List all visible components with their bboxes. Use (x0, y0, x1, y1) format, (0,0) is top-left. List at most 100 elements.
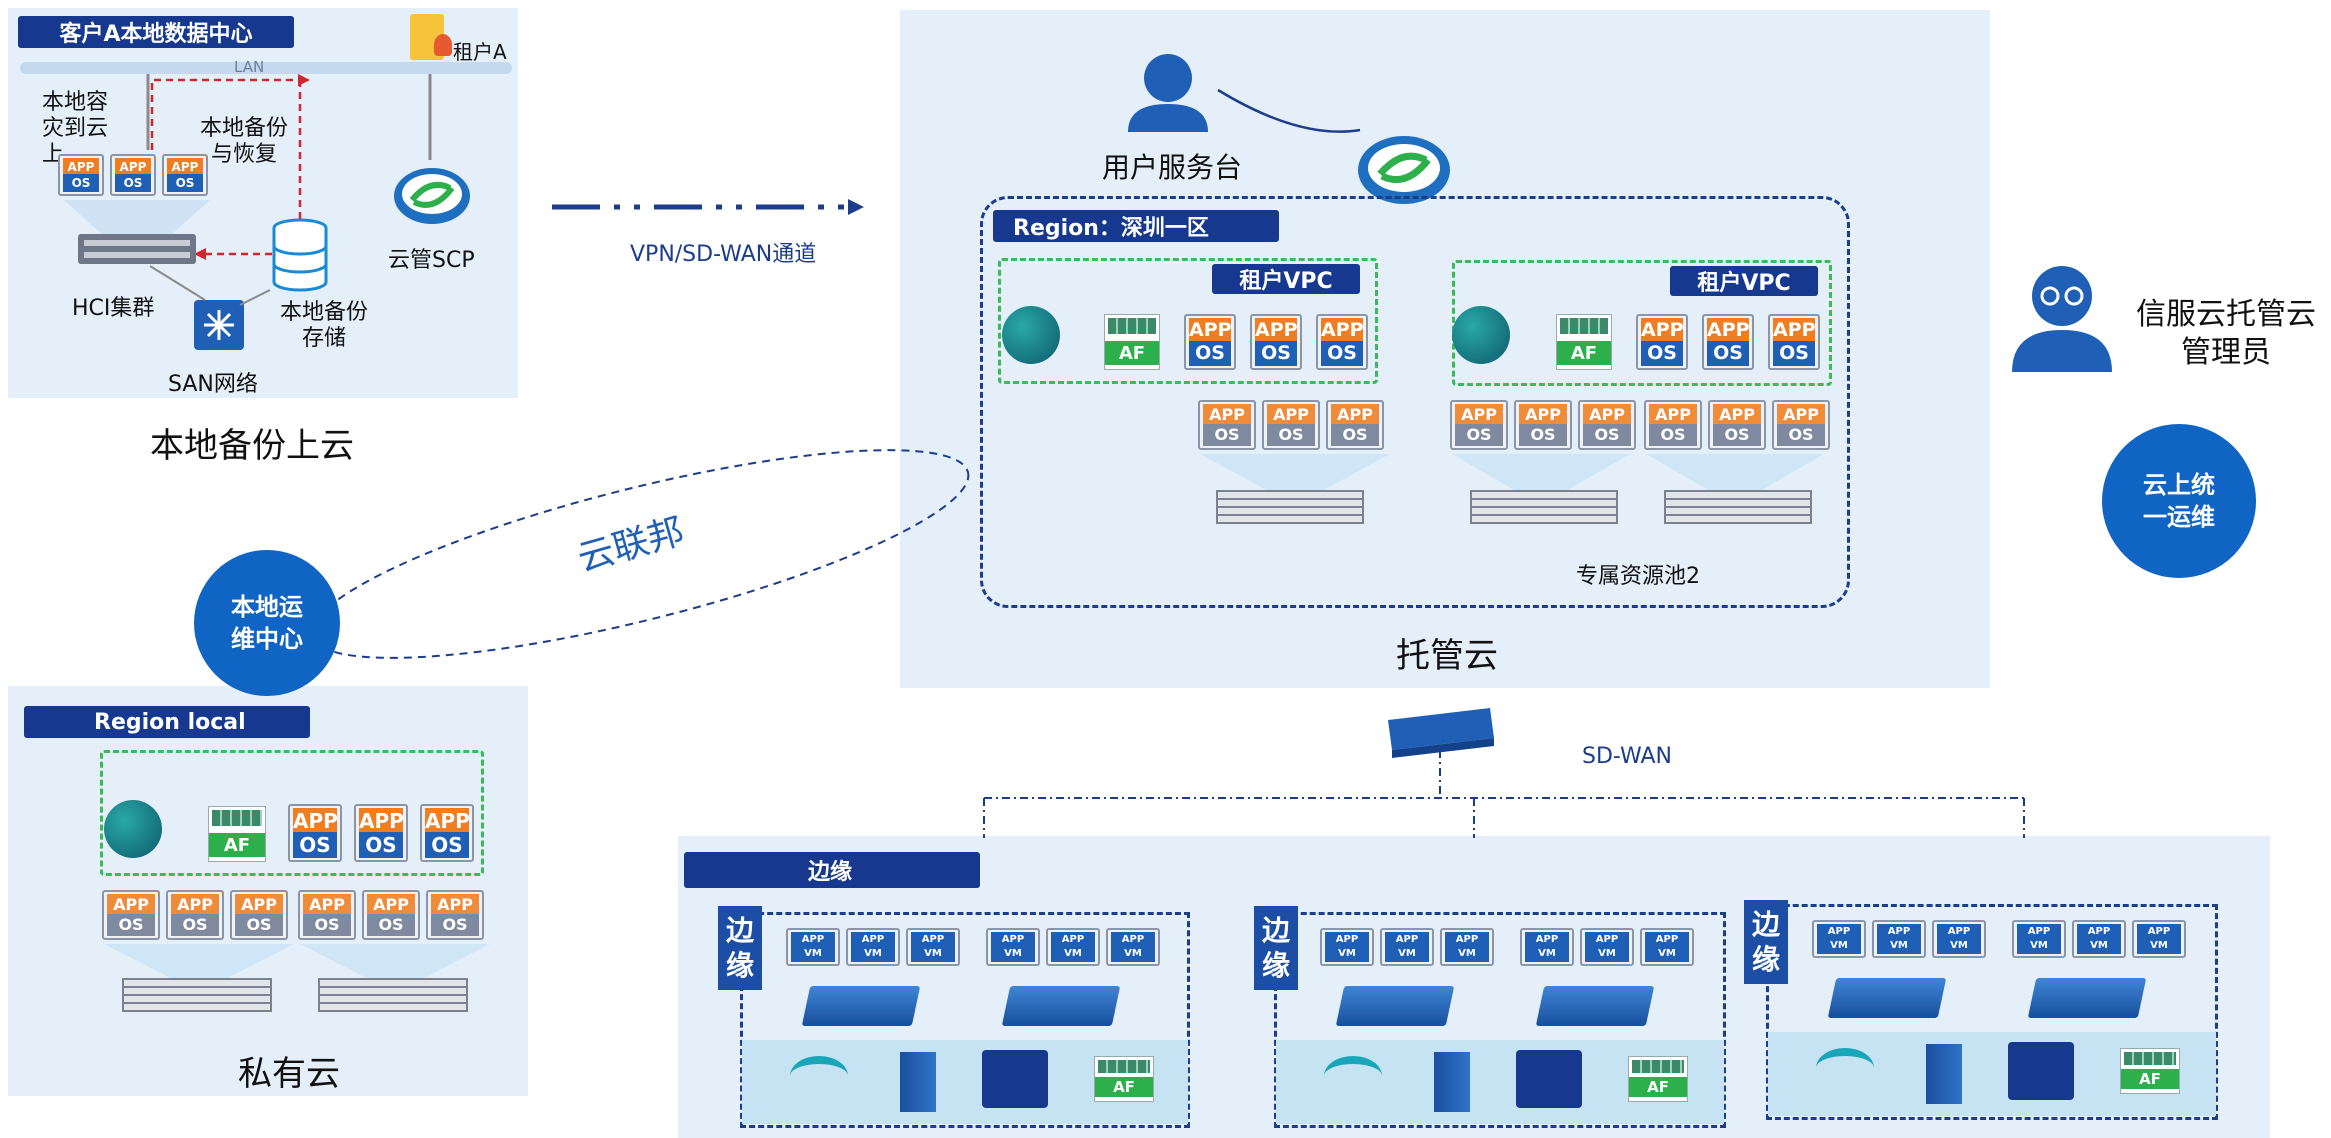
app-label: APP (1325, 932, 1369, 948)
app-label: APP (851, 932, 895, 948)
onprem-title: 客户A本地数据中心 (18, 16, 294, 48)
app-label: APP (1445, 932, 1489, 948)
vpc1-box (998, 258, 1378, 384)
vm-label: VM (1111, 946, 1155, 962)
vpc1-tag: 租户VPC (1212, 264, 1360, 294)
app-label: APP (171, 894, 219, 916)
server-rack-icon (1470, 490, 1618, 524)
vm-label: VM (2137, 938, 2181, 954)
server-rack-icon (318, 978, 468, 1012)
app-label: APP (2077, 924, 2121, 940)
os-label: OS (1455, 424, 1503, 446)
vm-label: VM (851, 946, 895, 962)
app-label: APP (167, 158, 203, 176)
os-label: OS (107, 914, 155, 936)
edge-box-3-tag: 边 缘 (1744, 900, 1788, 984)
app-label: APP (1585, 932, 1629, 948)
app-label: APP (2137, 924, 2181, 940)
os-label: OS (1713, 424, 1761, 446)
sdwan-label: SD-WAN (1582, 744, 1673, 769)
vm-label: VM (2077, 938, 2121, 954)
edge-gateway-icon (1827, 978, 1947, 1018)
af-label: AF (1629, 1077, 1687, 1097)
san-switch-icon (194, 300, 244, 350)
app-label: APP (115, 158, 151, 176)
app-label: APP (1111, 932, 1155, 948)
vm-label: VM (1645, 946, 1689, 962)
os-label: OS (1331, 424, 1379, 446)
edge-box-1 (740, 912, 1190, 1128)
server-rack-icon (1216, 490, 1364, 524)
os-label: OS (367, 914, 415, 936)
app-label: APP (1255, 318, 1298, 343)
firewall-af-icon: AF (1556, 314, 1612, 370)
local-ops-circle: 本地运 维中心 (194, 550, 340, 696)
monitor-device-icon (1516, 1050, 1582, 1108)
os-label: OS (431, 914, 479, 936)
vm-label: VM (991, 946, 1035, 962)
app-label: APP (235, 894, 283, 916)
os-label: OS (235, 914, 283, 936)
monitor-device-icon (2008, 1042, 2074, 1100)
app-label: APP (1641, 318, 1684, 343)
app-label: APP (359, 808, 404, 834)
firewall-af-icon: AF (1094, 1056, 1154, 1102)
vm-label: VM (1325, 946, 1369, 962)
app-label: APP (367, 894, 415, 916)
app-label: APP (1189, 318, 1232, 343)
os-label: OS (1321, 341, 1363, 366)
firewall-af-icon: AF (2120, 1048, 2180, 1094)
vm-label: VM (791, 946, 835, 962)
app-label: APP (1937, 924, 1981, 940)
server-rack-icon (122, 978, 272, 1012)
wifi-icon (790, 1056, 848, 1096)
edge-box-2 (1274, 912, 1726, 1128)
backup-restore-label: 本地备份 与恢复 (200, 116, 289, 167)
router-icon (1452, 306, 1510, 364)
vm-label: VM (1385, 946, 1429, 962)
app-label: APP (1877, 924, 1921, 940)
region-shenzhen-box (980, 196, 1850, 608)
app-label: APP (1713, 404, 1761, 426)
backup-storage-label: 本地备份 存储 (280, 300, 369, 351)
vpc2-tag: 租户VPC (1670, 266, 1818, 296)
hci-cluster-icon (78, 234, 196, 264)
hosted-cloud-icon (1358, 136, 1450, 204)
router-icon (1002, 306, 1060, 364)
scp-cloud-icon (394, 168, 470, 224)
os-label: OS (1203, 424, 1251, 446)
os-label: OS (1519, 424, 1567, 446)
vm-label: VM (1817, 938, 1861, 954)
resource-funnel (300, 944, 490, 978)
edge-gateway-icon (1335, 986, 1455, 1026)
monitor-device-icon (982, 1050, 1048, 1108)
region-shenzhen-tag: Region：深圳一区 (993, 210, 1279, 242)
app-label: APP (1777, 404, 1825, 426)
app-label: APP (107, 894, 155, 916)
app-label: APP (303, 894, 351, 916)
app-label: APP (1773, 318, 1816, 343)
vm-label: VM (1877, 938, 1921, 954)
wifi-icon (1324, 1056, 1382, 1096)
edge-gateway-icon (2027, 978, 2147, 1018)
os-label: OS (1641, 341, 1683, 366)
af-label: AF (1557, 340, 1611, 365)
